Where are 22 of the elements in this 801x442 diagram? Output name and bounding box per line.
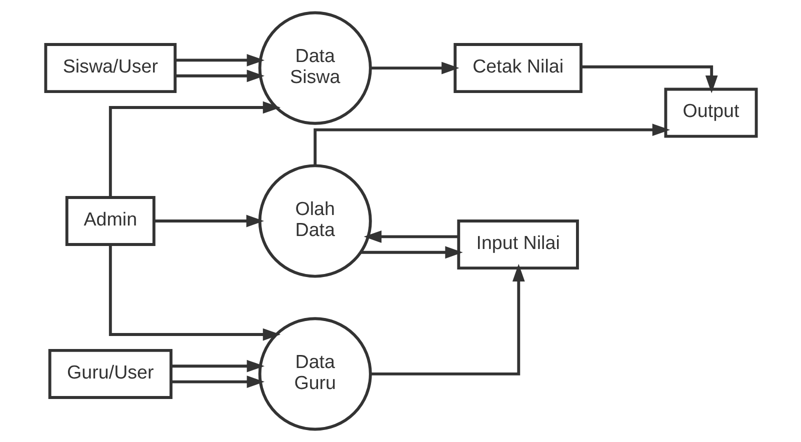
- arrow: [174, 70, 264, 82]
- arrow: [154, 214, 264, 228]
- arrow: [170, 360, 264, 372]
- node-box: Siswa/User: [44, 43, 176, 94]
- arrow: [580, 65, 718, 94]
- node-box: Guru/User: [48, 348, 172, 399]
- arrow: [370, 62, 459, 74]
- arrow: [360, 246, 462, 259]
- node-circle: Data Guru: [258, 317, 372, 431]
- arrow: [170, 376, 264, 388]
- arrow: [363, 230, 458, 243]
- arrow: [108, 101, 280, 197]
- node-box: Output: [664, 88, 758, 138]
- arrow: [108, 245, 280, 341]
- node-box: Cetak Nilai: [453, 43, 582, 94]
- arrow: [313, 124, 670, 166]
- node-box: Admin: [64, 196, 155, 246]
- arrow: [370, 264, 524, 376]
- node-circle: Olah Data: [258, 164, 372, 278]
- arrow: [174, 54, 264, 66]
- node-box: Input Nilai: [456, 220, 578, 270]
- node-circle: Data Siswa: [258, 11, 372, 125]
